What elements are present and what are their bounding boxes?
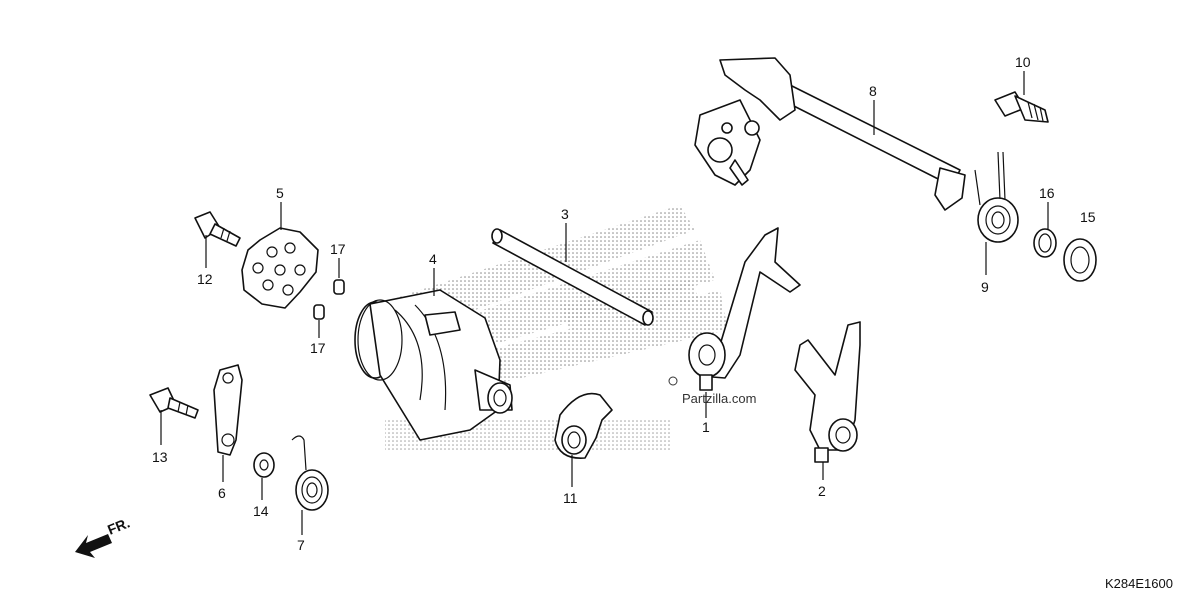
label-part-17-top: 17 [330,241,346,257]
watermark-text: Partzilla.com [682,391,756,406]
part-bolt-10 [994,91,1049,123]
front-direction-arrow: FR. [75,514,132,558]
label-part-17-bottom: 17 [310,340,326,356]
leader-lines [160,71,1049,535]
part-stopper-arm [213,364,243,456]
part-dowel-pins [313,279,345,320]
figure-code: K284E1600 [1105,576,1173,591]
label-part-3: 3 [561,206,569,222]
front-arrow-label: FR. [105,514,132,537]
label-part-7: 7 [297,537,305,553]
label-part-14: 14 [253,503,269,519]
part-drum-star [241,227,319,309]
part-shift-spindle [694,57,966,211]
part-return-spring [974,151,1019,243]
watermark: Partzilla.com [668,376,756,406]
part-guide-plate [554,392,613,459]
label-part-10: 10 [1015,54,1031,70]
label-part-5: 5 [276,185,284,201]
part-washer-14 [253,452,275,478]
label-part-2: 2 [818,483,826,499]
label-part-9: 9 [981,279,989,295]
label-part-6: 6 [218,485,226,501]
part-stopper-spring [291,435,329,511]
label-part-4: 4 [429,251,437,267]
label-part-15: 15 [1080,209,1096,225]
part-bolt-12 [194,211,241,247]
part-circlip [1033,228,1057,258]
label-part-13: 13 [152,449,168,465]
label-part-12: 12 [197,271,213,287]
label-part-11: 11 [563,490,578,506]
part-shift-fork-2 [794,321,861,463]
label-part-1: 1 [702,419,710,435]
part-shift-drum [354,289,513,441]
part-bolt-13 [149,387,199,419]
label-part-16: 16 [1039,185,1055,201]
part-shift-fork-1 [688,227,801,391]
part-fork-shaft [491,228,654,326]
label-part-8: 8 [869,83,877,99]
part-washer-15 [1063,238,1097,282]
